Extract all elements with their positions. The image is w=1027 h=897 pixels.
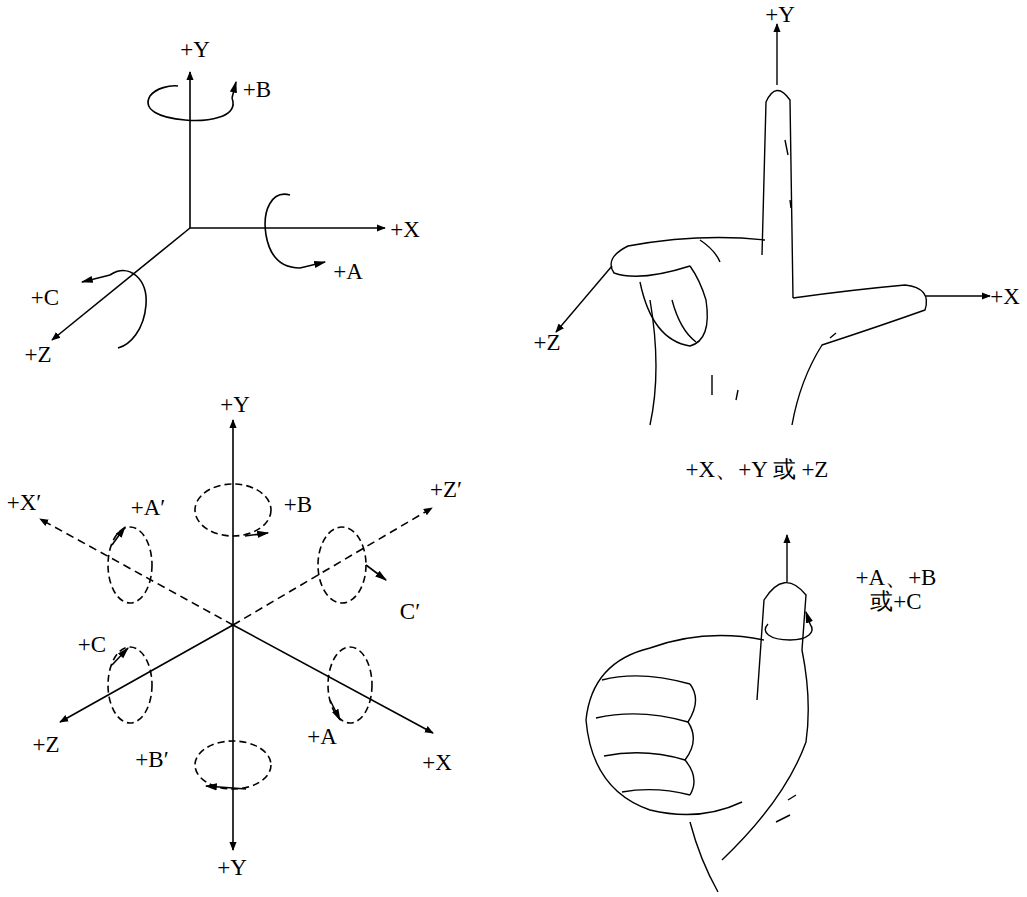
axis-label: +Y xyxy=(180,38,210,62)
axis-label: +Z′ xyxy=(430,478,462,502)
axis-label: +A、+B 或+C xyxy=(846,566,946,614)
axis-label: +C xyxy=(78,633,106,657)
axis-label: +C xyxy=(31,286,59,310)
rotation-arc xyxy=(265,194,325,268)
rotation-arc xyxy=(148,86,233,121)
axis-label: +B xyxy=(284,493,312,517)
axis-label: +X xyxy=(422,751,452,775)
axis-label: +B′ xyxy=(135,748,168,772)
axis-label: +X xyxy=(990,285,1020,309)
axis-label: +Y xyxy=(765,3,795,27)
axis-label: +Z xyxy=(32,733,59,757)
axis-label: +X、+Y 或 +Z xyxy=(686,458,829,482)
axis-triad xyxy=(52,72,385,348)
thumb-rotation-hand xyxy=(586,535,812,892)
axis-label: +A xyxy=(307,725,337,749)
axis-label: +B xyxy=(243,78,271,102)
axis-label: C′ xyxy=(400,600,420,624)
axis-label: +Y xyxy=(217,856,247,880)
axis-label: +A xyxy=(333,260,363,284)
axis-label: +Z xyxy=(24,343,51,367)
axis-star xyxy=(40,420,433,850)
axis-label: +X′ xyxy=(7,491,42,515)
axis-label: +Z xyxy=(533,331,560,355)
rotation-arc xyxy=(110,271,146,348)
axis-label: +A′ xyxy=(131,496,166,520)
right-hand-axes xyxy=(556,24,990,425)
axis-label: +Y xyxy=(220,393,250,417)
axis-label: +X xyxy=(390,218,420,242)
